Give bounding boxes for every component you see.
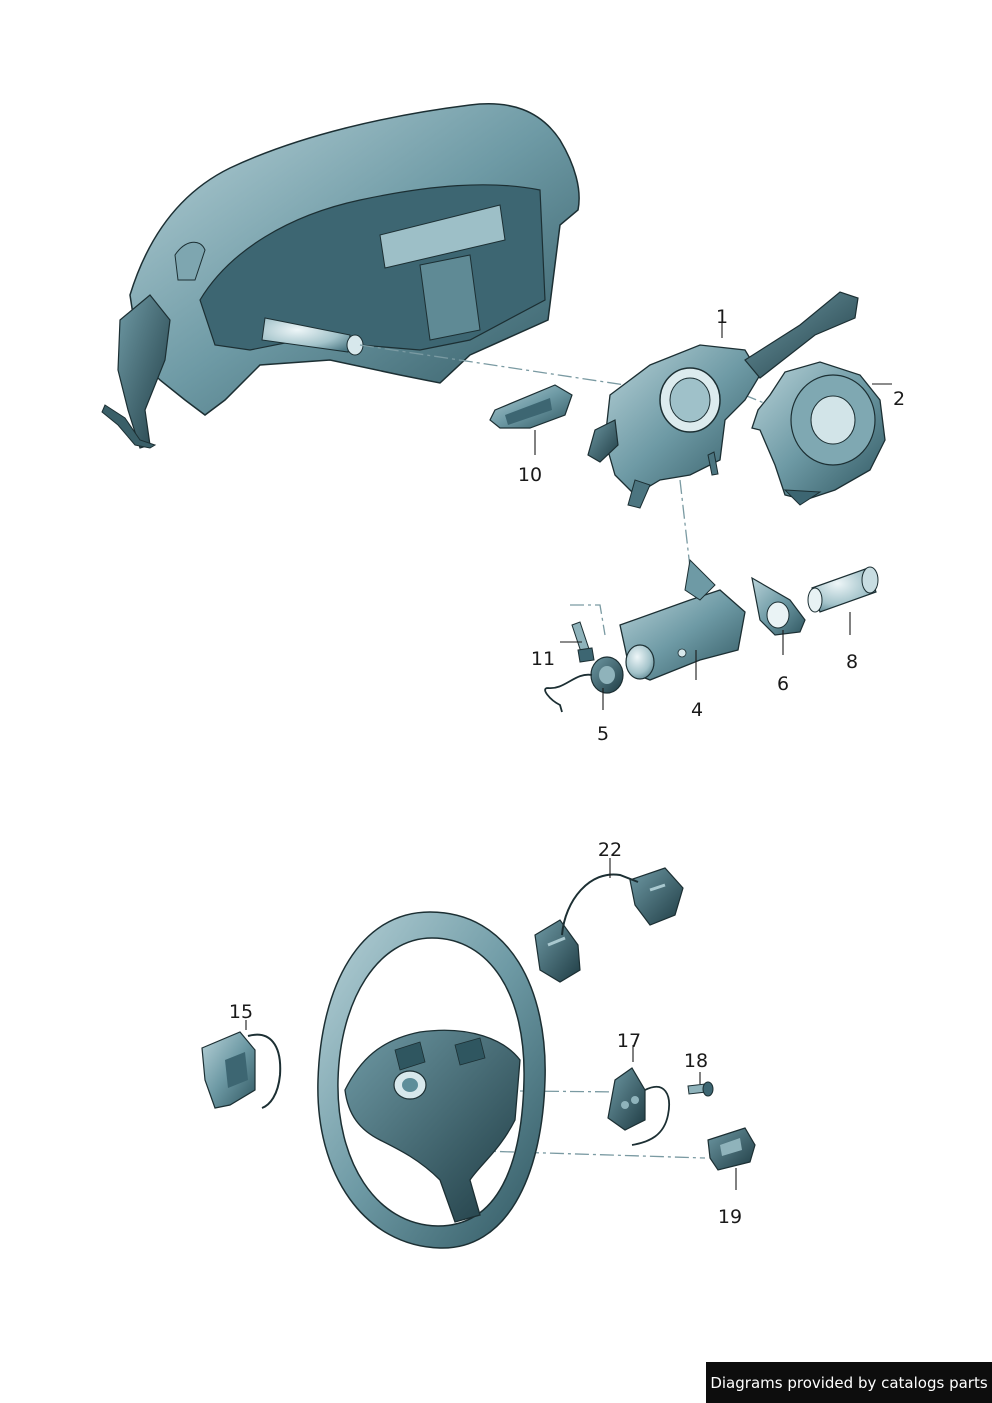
part-1-combination-switch <box>587 291 859 509</box>
dashboard-housing <box>101 103 580 449</box>
callout-11: 11 <box>530 648 556 670</box>
callout-1: 1 <box>715 306 729 328</box>
callout-17: 17 <box>616 1030 642 1052</box>
callout-8: 8 <box>845 651 859 673</box>
part-11-screw <box>571 621 595 663</box>
part-19-switch <box>707 1127 756 1171</box>
part-6-trim-ring <box>751 576 806 636</box>
part-22-multifunction-switch <box>534 867 684 983</box>
part-17-switch <box>607 1067 670 1146</box>
part-18-screw <box>687 1081 714 1097</box>
part-8-lock-cylinder <box>807 566 879 613</box>
footer-credit: Diagrams provided by catalogs parts <box>706 1362 992 1403</box>
part-5-ignition-switch <box>544 656 624 713</box>
callout-5: 5 <box>596 723 610 745</box>
callout-22: 22 <box>597 839 623 861</box>
callout-15: 15 <box>228 1001 254 1023</box>
part-4-lock-housing <box>619 558 746 681</box>
callout-18: 18 <box>683 1050 709 1072</box>
steering-wheel <box>317 911 546 1249</box>
callout-10: 10 <box>517 464 543 486</box>
footer-text: Diagrams provided by catalogs parts <box>710 1373 988 1392</box>
callout-4: 4 <box>690 699 704 721</box>
part-15-switch <box>201 1031 282 1109</box>
part-10-bracket <box>489 384 573 429</box>
callout-6: 6 <box>776 673 790 695</box>
callout-2: 2 <box>892 388 906 410</box>
callout-19: 19 <box>717 1206 743 1228</box>
part-2-clock-spring <box>751 361 886 506</box>
leader-lines <box>245 310 892 1190</box>
